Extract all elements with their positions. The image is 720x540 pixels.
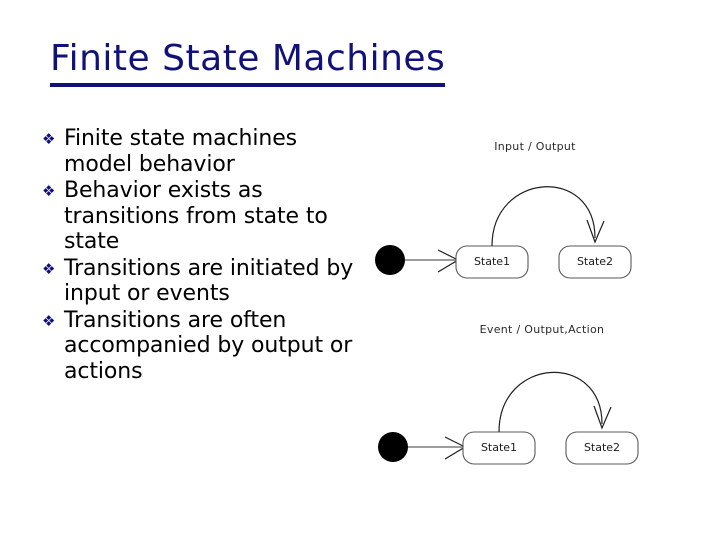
- state-machine-diagram-panel: Input / Output State1 State2 Event / Out…: [360, 120, 710, 480]
- page-title: Finite State Machines: [50, 38, 446, 87]
- list-item-label: Finite state machines model behavior: [64, 126, 298, 177]
- list-item: ❖ Transitions are initiated by input or …: [40, 256, 370, 307]
- state-box-state2[interactable]: [558, 245, 632, 279]
- list-item: ❖ Transitions are often accompanied by o…: [40, 308, 370, 385]
- state-diagram-event-output-action: Event / Output,Action State1 State2: [378, 323, 639, 465]
- bullet-list: ❖ Finite state machines model behavior ❖…: [40, 126, 370, 385]
- arrow-head-icon: [586, 219, 605, 244]
- list-item: ❖ Behavior exists as transitions from st…: [40, 178, 370, 255]
- bullet-diamond-icon: ❖: [42, 311, 56, 330]
- state-label: State2: [584, 441, 620, 454]
- list-item-label: Behavior exists as transitions from stat…: [64, 178, 328, 254]
- initial-state-dot: [375, 245, 405, 275]
- list-item: ❖ Finite state machines model behavior: [40, 126, 370, 177]
- list-item-label: Transitions are often accompanied by out…: [64, 307, 353, 384]
- bullet-diamond-icon: ❖: [42, 259, 56, 278]
- state-diagram-input-output: Input / Output State1 State2: [375, 140, 632, 279]
- state-label: State1: [474, 255, 510, 268]
- state-label: State2: [577, 255, 613, 268]
- state-label: State1: [481, 441, 517, 454]
- arrow-head-icon: [444, 436, 467, 460]
- bullet-diamond-icon: ❖: [42, 130, 56, 148]
- transition-curve: [498, 371, 603, 433]
- arrow-head-icon: [437, 249, 460, 273]
- state-box-state2[interactable]: [565, 431, 639, 465]
- transition-curve: [491, 186, 596, 247]
- arrow-head-icon: [593, 405, 612, 430]
- list-item-label: Transitions are initiated by input or ev…: [64, 255, 354, 307]
- transition-label: Event / Output,Action: [480, 323, 605, 336]
- transition-label: Input / Output: [494, 140, 576, 153]
- bullet-diamond-icon: ❖: [42, 182, 56, 200]
- initial-state-dot: [378, 432, 408, 462]
